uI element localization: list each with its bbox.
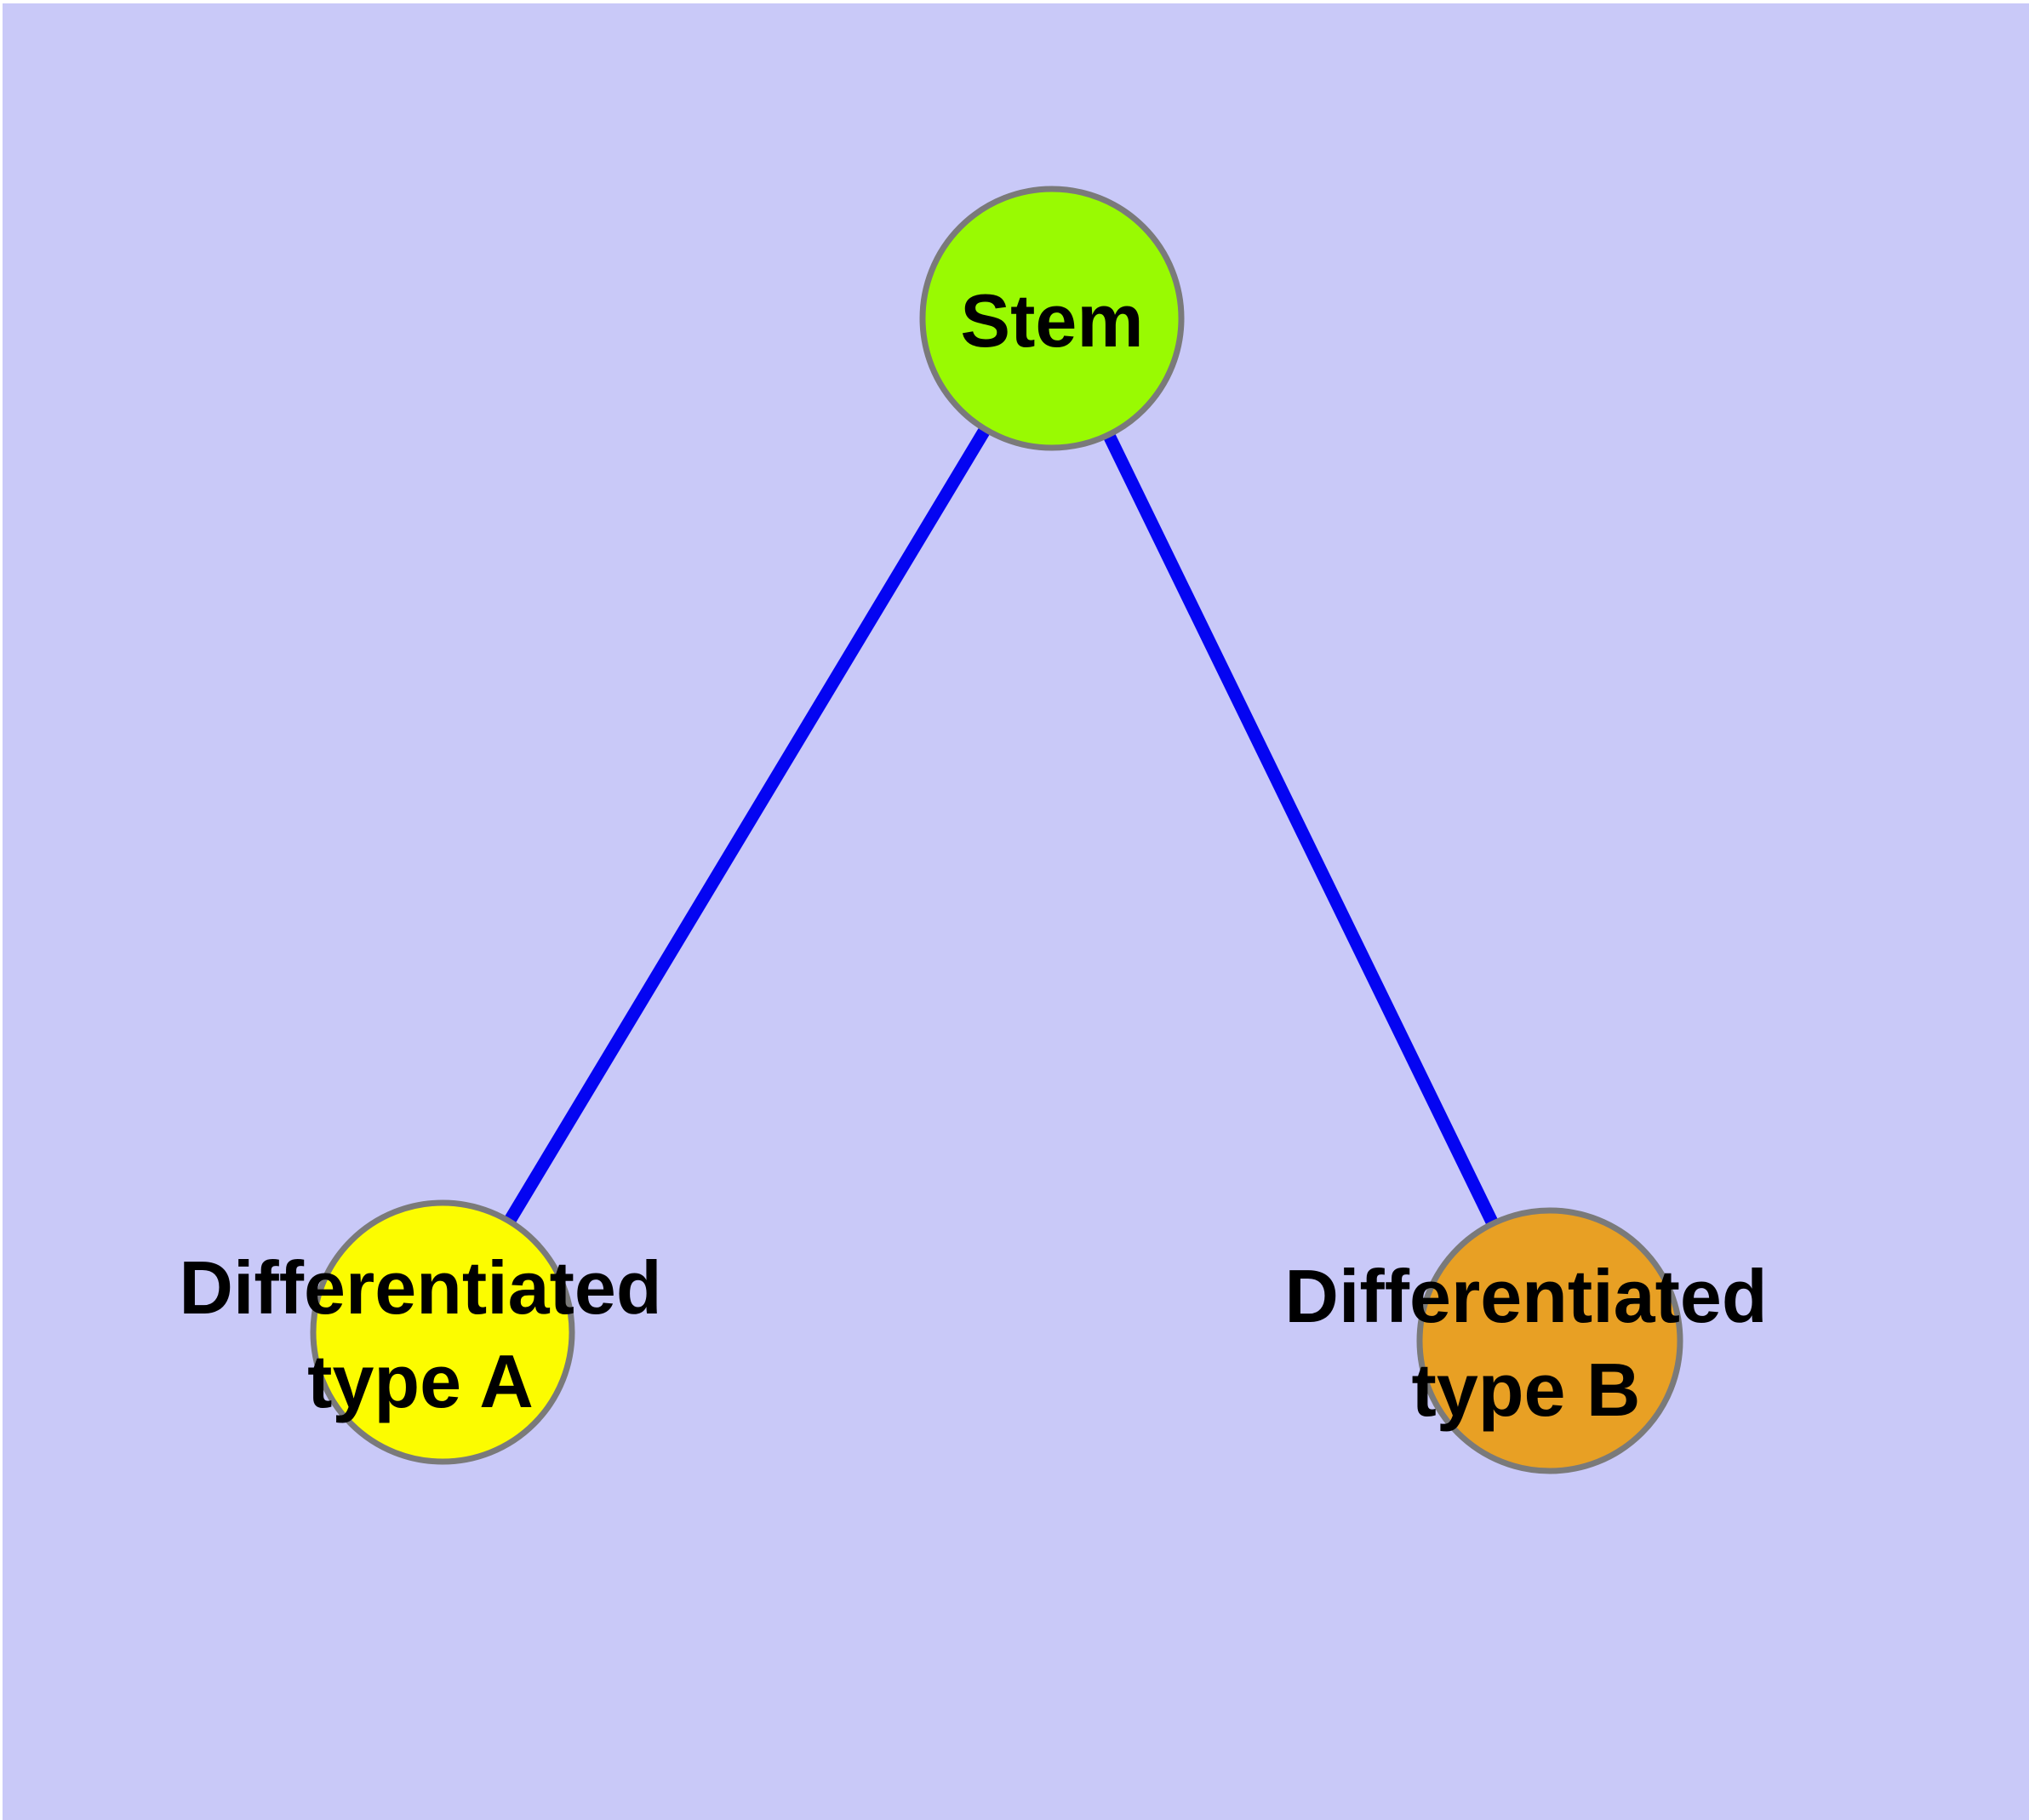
node-differentiated-type-b	[1416, 1207, 1683, 1474]
node-label-line: Differentiated	[179, 1245, 661, 1330]
edge-stem-to-differentiated-type-a	[437, 315, 1058, 1336]
node-label-line: Stem	[960, 278, 1143, 363]
node-stem	[919, 186, 1185, 451]
node-label-differentiated-type-a: Differentiated type A	[179, 1245, 661, 1423]
node-label-stem: Stem	[960, 278, 1143, 363]
edge-stem-to-differentiated-type-b	[1046, 315, 1556, 1344]
node-label-differentiated-type-b: Differentiated type B	[1284, 1254, 1767, 1432]
node-label-line: type B	[1412, 1348, 1641, 1432]
node-differentiated-type-a	[310, 1199, 575, 1465]
edges-layer	[437, 315, 1556, 1344]
node-label-line: type A	[307, 1339, 534, 1423]
nodes-layer	[310, 186, 1683, 1474]
node-label-line: Differentiated	[1284, 1254, 1767, 1338]
